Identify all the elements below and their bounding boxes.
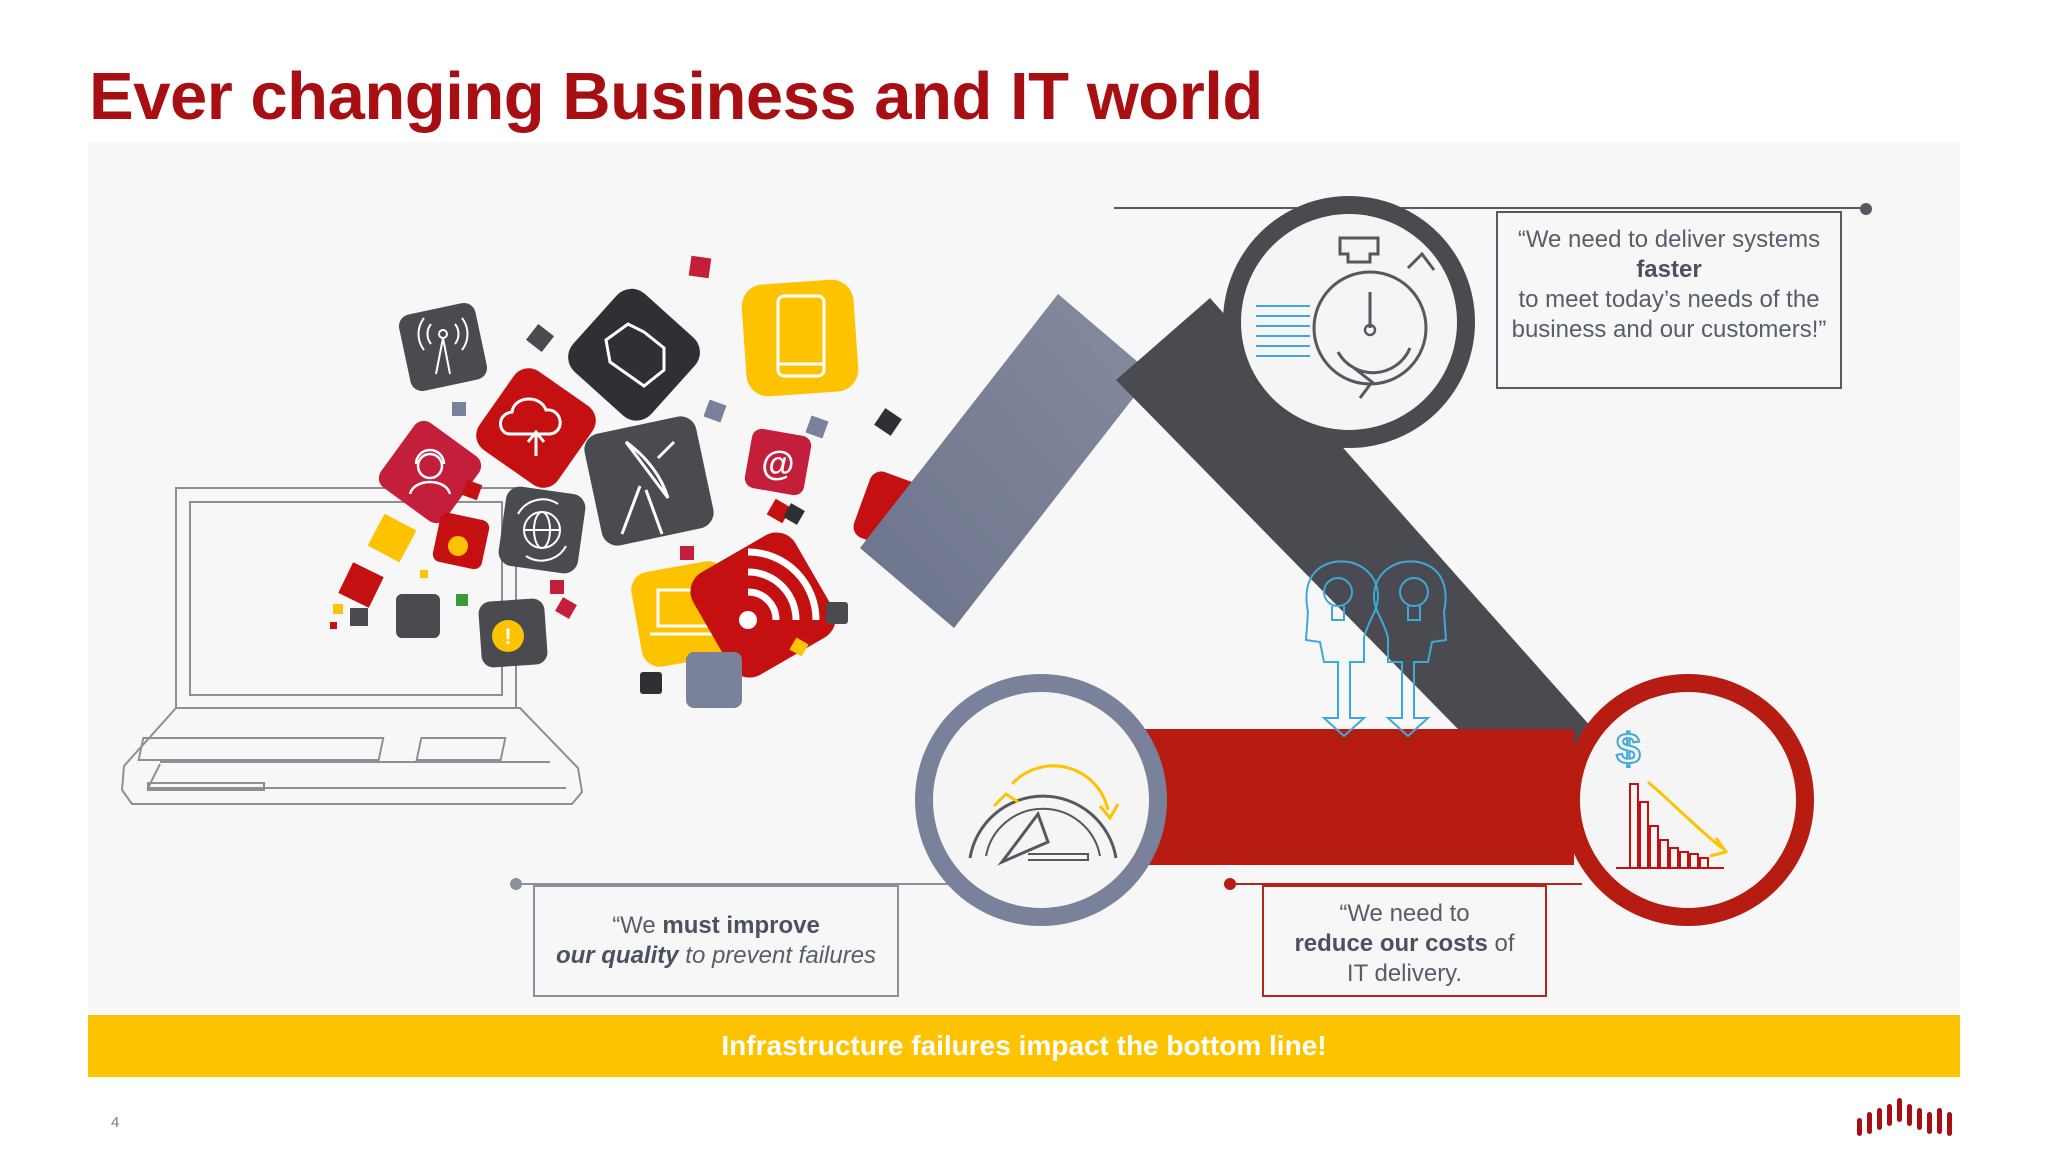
confetti-square [555,597,577,619]
quote-faster: “We need to deliver systems faster to me… [1496,211,1842,389]
quote-faster-line1: “We need to deliver systems [1517,226,1821,253]
confetti-square [330,622,337,629]
at-sign-icon: @ [744,428,812,496]
notification-icon: ! [478,598,548,668]
stopwatch-icon [1223,196,1475,448]
confetti-square [333,604,343,614]
globe-icon [498,486,586,574]
confetti-square [703,399,727,423]
slide-title: Ever changing Business and IT world [89,59,1263,134]
gauge-icon [915,674,1167,926]
triangle-left-bar [860,294,1152,628]
quote-costs: “We need to reduce our costs of IT deliv… [1262,885,1547,997]
confetti-square [680,546,694,560]
quote-quality-open: “We [612,912,663,939]
user-headset-icon [378,420,482,524]
page-number: 4 [111,1114,120,1131]
quote-costs-line3: IT delivery. [1346,960,1463,987]
wifi-antenna-icon [398,302,488,392]
quote-costs-line1: “We need to [1339,900,1470,927]
quote-costs-mid: of [1487,930,1515,957]
confetti-square [688,255,712,279]
confetti-square [550,580,564,594]
confetti-square [783,503,805,525]
connector-dot [1224,878,1236,890]
connector-dot [510,878,522,890]
confetti-square [452,402,466,416]
confetti-square [420,570,428,578]
quote-quality-bold1: must improve [662,912,820,939]
quote-quality: “We must improve our quality to prevent … [533,885,899,997]
folder-icon [568,288,700,421]
quote-costs-bold: reduce our costs [1294,930,1488,957]
confetti-square [640,672,662,694]
quote-faster-line2: to meet today’s needs of the business an… [1511,286,1827,343]
svg-text:$: $ [1616,725,1640,774]
confetti-square [525,323,555,353]
confetti-square [826,602,848,624]
bottom-banner: Infrastructure failures impact the botto… [88,1015,1960,1077]
mobile-phone-icon [741,279,859,397]
head-idea-icon [1304,560,1448,738]
confetti-square [367,513,417,563]
confetti-square [874,408,902,436]
brand-logo [1857,1098,1952,1136]
confetti-square [789,637,809,657]
confetti-square [350,608,368,626]
confetti-square [338,562,384,608]
connector-dot [1860,203,1872,215]
confetti-square [461,479,483,501]
confetti-square [396,594,440,638]
quote-faster-bold: faster [1636,256,1702,283]
quote-quality-bold2: our quality [555,942,679,969]
confetti-square [686,652,742,708]
confetti-square [456,594,468,606]
confetti-square [805,415,829,439]
satellite-dish-icon [584,416,714,546]
svg-text:!: ! [504,624,511,649]
quote-quality-tail: to prevent failures [678,942,877,969]
laptop-icon [120,487,584,805]
cloud-sync-icon [476,368,596,488]
triangle-right-bar [1116,298,1640,782]
confetti-dot [448,536,468,556]
svg-text:@: @ [761,445,794,483]
cost-chart-icon: $ [1562,674,1814,926]
